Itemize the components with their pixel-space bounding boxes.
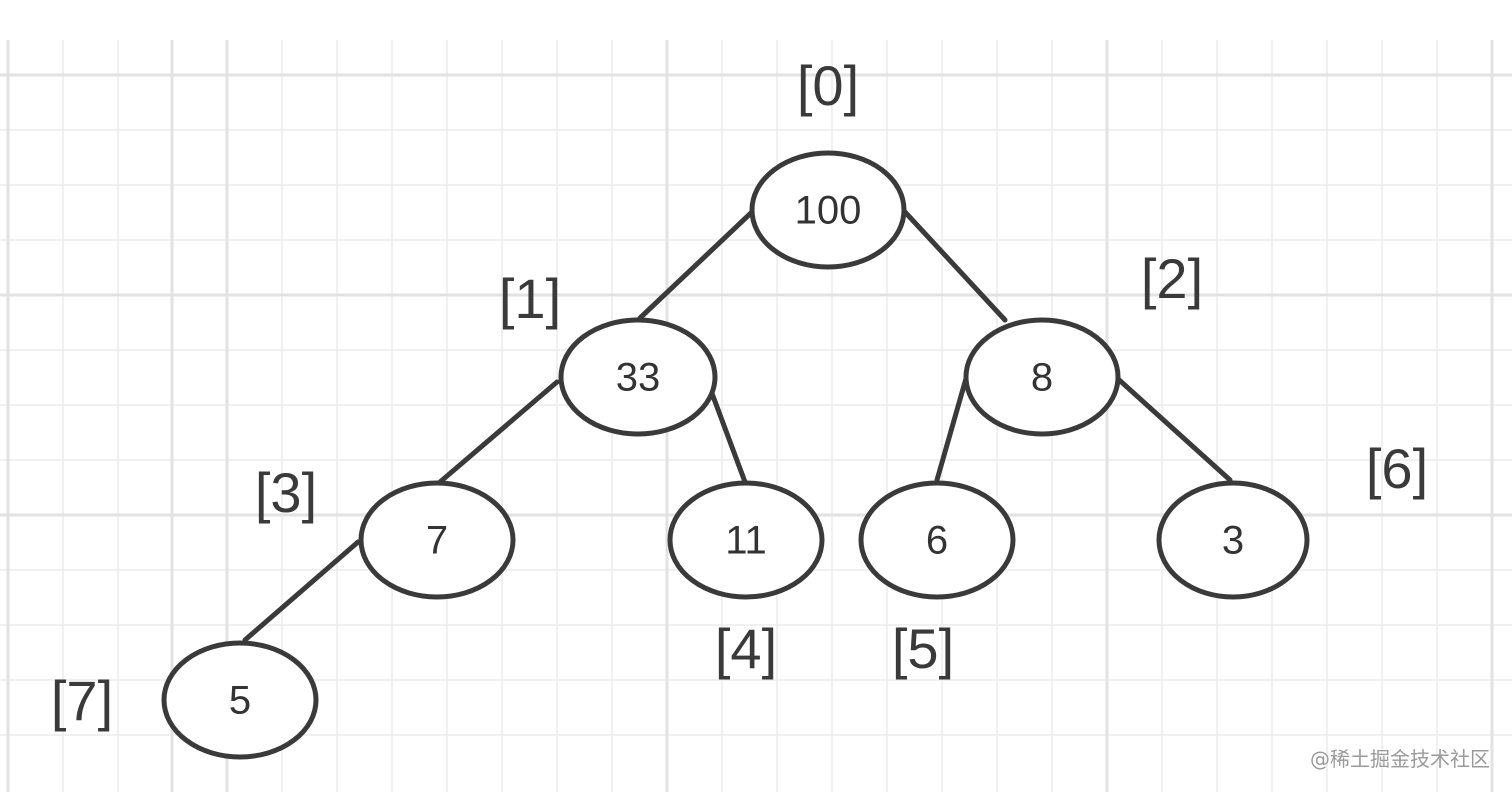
tree-node-n3: 7 (358, 480, 516, 600)
index-label-n6: [6] (1366, 437, 1428, 500)
node-ellipse (749, 150, 907, 270)
edge-n2-n6 (1114, 375, 1233, 483)
index-label-n4: [4] (715, 617, 777, 680)
node-ellipse (558, 317, 718, 437)
index-labels: [0] [1] [2] [3] [4] [5] [6] [7] (51, 54, 1428, 732)
node-ellipse (161, 640, 319, 760)
index-label-n2: [2] (1141, 247, 1203, 310)
node-value: 3 (1222, 519, 1244, 563)
edge-n1-n4 (707, 385, 748, 485)
tree-node-n0: 100 (749, 150, 907, 270)
node-value: 33 (616, 356, 661, 400)
tree-edges (242, 209, 1233, 643)
edge-n0-n1 (637, 209, 755, 321)
tree-node-n5: 6 (858, 480, 1016, 600)
index-label-n3: [3] (255, 461, 317, 524)
watermark-text: @稀土掘金技术社区 (1310, 747, 1490, 771)
tree-node-n1: 33 (558, 317, 718, 437)
tree-node-n7: 5 (161, 640, 319, 760)
tree-node-n4: 11 (667, 480, 825, 600)
node-value: 8 (1031, 356, 1053, 400)
edge-n2-n5 (934, 372, 970, 483)
tree-node-n2: 8 (963, 317, 1121, 437)
index-label-n7: [7] (51, 669, 113, 732)
index-label-n5: [5] (892, 617, 954, 680)
tree-node-n6: 3 (1156, 480, 1310, 600)
index-label-n0: [0] (797, 54, 859, 117)
node-ellipse (963, 317, 1121, 437)
node-ellipse (1156, 480, 1310, 600)
edge-n0-n2 (902, 209, 1008, 323)
node-value: 7 (426, 519, 448, 563)
node-ellipse (358, 480, 516, 600)
node-ellipse (858, 480, 1016, 600)
node-value: 11 (725, 519, 767, 563)
node-value: 6 (926, 519, 948, 563)
edge-n1-n3 (437, 379, 560, 485)
index-label-n1: [1] (499, 267, 561, 330)
edge-n3-n7 (242, 539, 361, 643)
node-value: 5 (229, 679, 251, 723)
node-value: 100 (795, 189, 862, 233)
node-ellipse (667, 480, 825, 600)
